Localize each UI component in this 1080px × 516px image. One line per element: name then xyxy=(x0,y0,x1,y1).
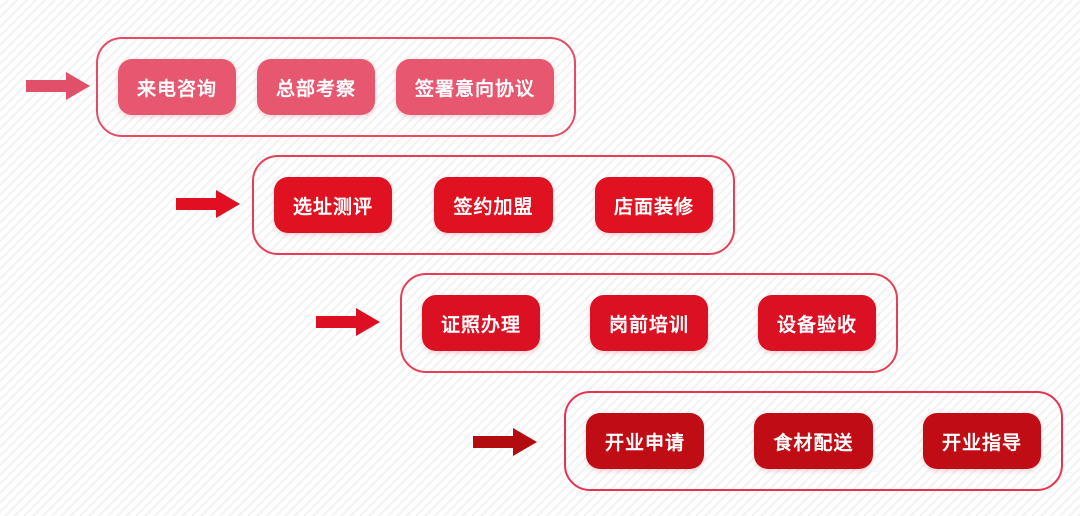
step-pill: 开业申请 xyxy=(586,413,705,469)
arrow-right-icon xyxy=(473,428,537,456)
stage-box: 证照办理 岗前培训 设备验收 xyxy=(400,273,898,373)
step-pill: 来电咨询 xyxy=(118,59,237,115)
step-pill: 岗前培训 xyxy=(589,295,708,351)
step-pill: 证照办理 xyxy=(422,295,541,351)
stage-box: 开业申请 食材配送 开业指导 xyxy=(564,391,1063,491)
arrow-right-icon xyxy=(316,308,380,336)
step-pill: 开业指导 xyxy=(922,413,1041,469)
step-pill: 签署意向协议 xyxy=(395,59,554,115)
stage-box: 选址测评 签约加盟 店面装修 xyxy=(252,155,735,255)
arrow-right-icon xyxy=(176,190,240,218)
arrow-right-icon xyxy=(26,72,90,100)
step-pill: 店面装修 xyxy=(594,177,713,233)
step-pill: 食材配送 xyxy=(754,413,873,469)
step-pill: 设备验收 xyxy=(757,295,876,351)
stage-box: 来电咨询 总部考察 签署意向协议 xyxy=(96,37,576,137)
step-pill: 选址测评 xyxy=(274,177,393,233)
step-pill: 总部考察 xyxy=(256,59,375,115)
step-pill: 签约加盟 xyxy=(434,177,553,233)
